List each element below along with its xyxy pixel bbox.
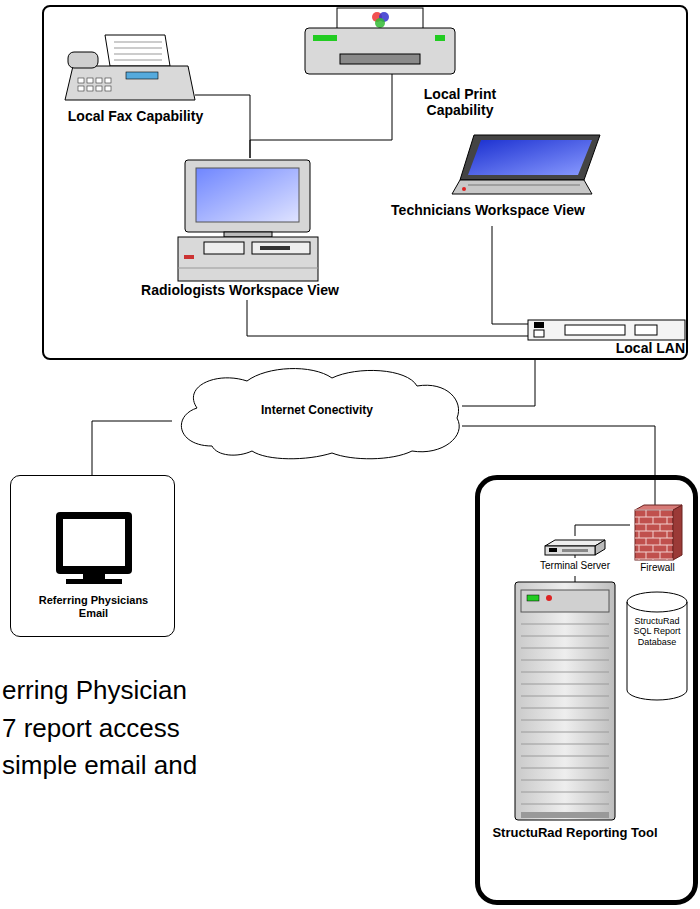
terminal-server-node: Terminal Server	[530, 536, 620, 576]
node-label: StructuRad SQL Report Database	[629, 616, 685, 647]
node-label: StructuRad Reporting Tool	[485, 826, 665, 841]
node-label: Local Fax Capability	[48, 108, 223, 124]
text-holder: erring Physician	[2, 675, 187, 705]
workstation-node: Radiologists Workspace View	[112, 158, 368, 300]
node-label: Technicians Workspace View	[368, 202, 608, 218]
network-link	[462, 358, 535, 406]
node-label: Referring Physicians Email	[31, 594, 156, 619]
network-link	[223, 95, 250, 158]
fax-node: Local Fax Capability	[48, 32, 223, 132]
network-link	[92, 421, 172, 475]
database-cylinder: StructuRad SQL Report Database	[625, 590, 689, 702]
server-region: Terminal Server FirewallStructuRad SQL Re…	[475, 475, 698, 905]
node-label: Terminal Server	[530, 560, 620, 572]
printer-node: Local Print Capability	[295, 8, 520, 123]
network-link	[462, 426, 655, 505]
network-link	[575, 576, 576, 582]
node-label: Internet Conectivity	[172, 404, 462, 418]
body-text: simple email and	[2, 750, 197, 780]
laptop-node: Technicians Workspace View	[368, 132, 608, 226]
workstation-icon	[112, 158, 368, 300]
text-holder: simple email and	[2, 750, 197, 780]
network-link	[250, 123, 392, 158]
body-text: 7 report access	[2, 713, 180, 743]
network-link	[247, 300, 525, 336]
email-box: Referring Physicians Email	[10, 475, 175, 637]
node-label: Firewall	[630, 562, 685, 574]
lan-hub-node: Local LAN	[525, 312, 687, 358]
body-text: erring Physician	[2, 675, 187, 705]
network-link	[575, 525, 630, 536]
node-label: Local LAN	[587, 340, 685, 356]
node-label: Local Print Capability	[405, 86, 515, 118]
internet-cloud: Internet Conectivity	[172, 366, 462, 461]
text-holder: 7 report access	[2, 713, 180, 743]
site-region: Local Print CapabilityLocal Fax Capabili…	[42, 5, 688, 360]
firewall-node: Firewall	[630, 505, 685, 577]
node-label: Radiologists Workspace View	[112, 282, 368, 298]
network-link	[492, 226, 525, 324]
